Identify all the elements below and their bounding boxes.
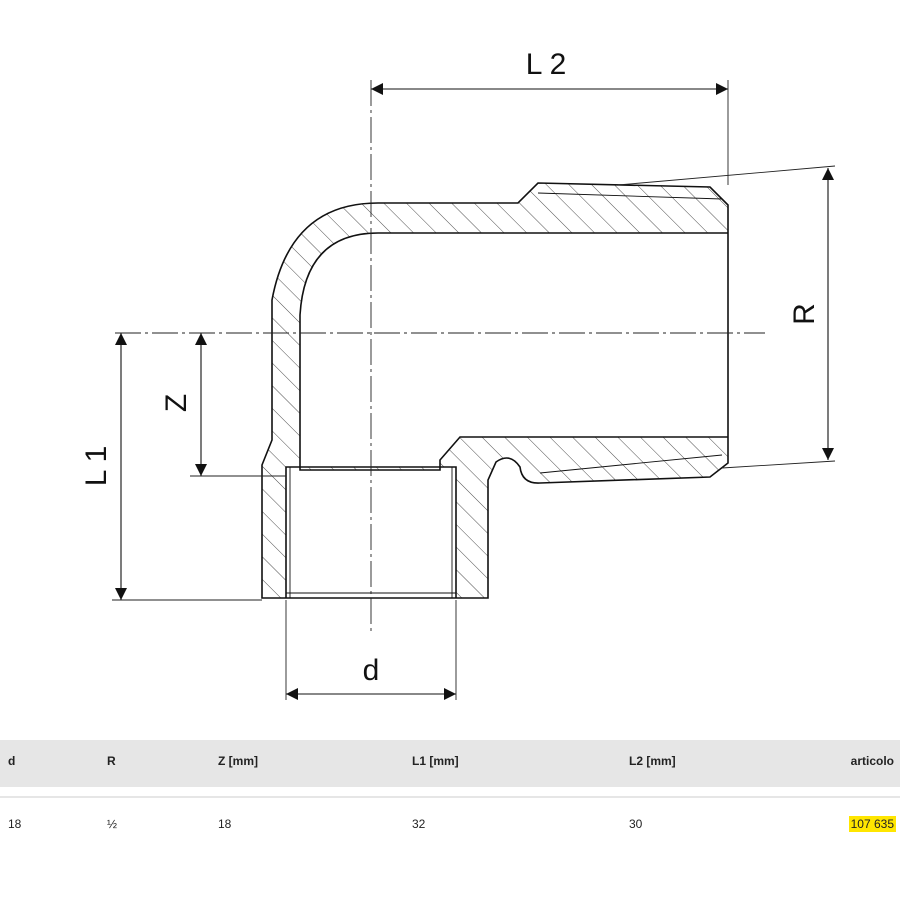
z-dimension-label: Z bbox=[160, 394, 193, 412]
cell-d: 18 bbox=[8, 817, 22, 831]
d-dimension-label: d bbox=[363, 654, 380, 687]
fitting-wall-section bbox=[261, 182, 729, 599]
cell-z: 18 bbox=[218, 817, 232, 831]
header-articolo: articolo bbox=[850, 754, 894, 768]
header-l2: L2 [mm] bbox=[629, 754, 676, 768]
extension-lines bbox=[112, 80, 836, 700]
center-lines bbox=[115, 80, 765, 635]
r-dimension-label: R bbox=[788, 303, 821, 325]
cell-l1: 32 bbox=[412, 817, 426, 831]
header-r: R bbox=[107, 754, 116, 768]
thread-lines bbox=[286, 192, 723, 598]
elbow-fitting-drawing: L 2 R Z L 1 d bbox=[80, 48, 836, 700]
table-header-row: d R Z [mm] L1 [mm] L2 [mm] articolo bbox=[0, 740, 900, 787]
dimension-lines bbox=[115, 83, 834, 700]
cell-l2: 30 bbox=[629, 817, 643, 831]
cell-articolo[interactable]: 107 635 bbox=[848, 816, 896, 832]
header-z: Z [mm] bbox=[218, 754, 258, 768]
l2-dimension-label: L 2 bbox=[526, 48, 567, 81]
header-d: d bbox=[8, 754, 16, 768]
cell-r: ½ bbox=[107, 817, 118, 831]
header-l1: L1 [mm] bbox=[412, 754, 459, 768]
spec-table: d R Z [mm] L1 [mm] L2 [mm] articolo 18 ½… bbox=[0, 740, 900, 840]
l1-dimension-label: L 1 bbox=[80, 446, 113, 487]
table-separator bbox=[0, 796, 900, 798]
